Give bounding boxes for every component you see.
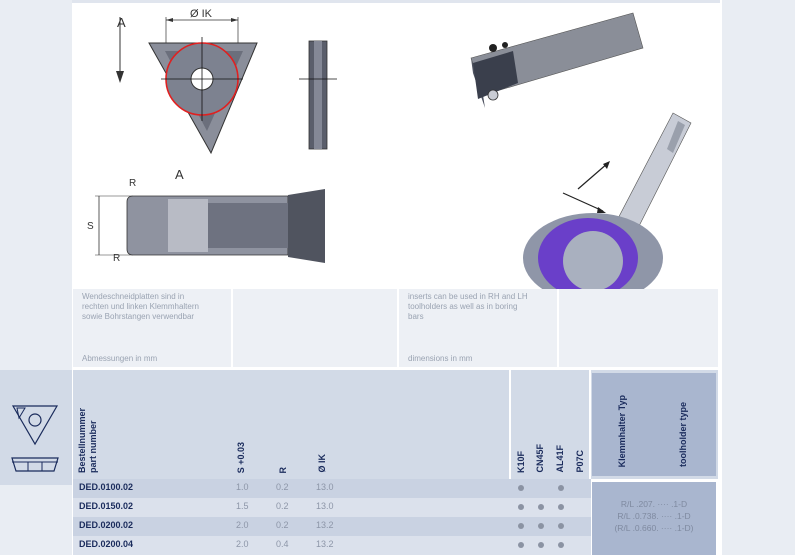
- grade-header-al41f: AL41F: [555, 445, 565, 473]
- grade-available-dot: [518, 504, 524, 510]
- toolholder-header: Klemmhalter Typ toolholder type: [592, 373, 716, 476]
- grade-available-dot: [558, 485, 564, 491]
- note-german: Wendeschneidplatten sind in rechten und …: [73, 289, 231, 367]
- table-body: DED.0100.02 1.0 0.2 13.0 DED.0150.02 1.5…: [73, 479, 718, 555]
- insert-detail-view: A R R S: [87, 167, 325, 264]
- part-number-cell: DED.0200.02: [79, 520, 134, 530]
- technical-drawings: A Ø IK A R R S: [73, 3, 718, 303]
- grade-available-dot: [558, 523, 564, 529]
- note-english-dimensions: dimensions in mm: [408, 354, 473, 363]
- toolholder-types: R/L .207. ···· .1-D R/L .0.738. ···· .1-…: [592, 482, 716, 555]
- insert-front-view: A Ø IK: [116, 8, 258, 155]
- note-english-line: bars: [408, 312, 424, 321]
- thickness-cell: 1.5: [236, 501, 249, 511]
- part-number-cell: DED.0200.04: [79, 539, 134, 549]
- radius-header: R: [278, 466, 288, 474]
- notes-band: Wendeschneidplatten sind in rechten und …: [73, 289, 718, 367]
- detail-view-label: A: [175, 167, 184, 182]
- grade-available-dot: [538, 523, 544, 529]
- part-number-header-de: Bestellnummer: [77, 407, 87, 473]
- holder-3d-view: [470, 12, 644, 108]
- thickness-label: S: [87, 221, 94, 232]
- toolholder-type: (R/L .0.660. ···· .1-D): [614, 523, 694, 533]
- note-german-line: rechten und linken Klemmhaltern: [82, 302, 199, 311]
- insert-icon: [11, 405, 59, 472]
- thickness-cell: 2.0: [236, 520, 249, 530]
- grade-header-p07c: P07C: [575, 450, 585, 473]
- diameter-header: Ø IK: [317, 454, 327, 473]
- insert-side-view: [299, 40, 337, 150]
- grade-header-k10f: K10F: [516, 450, 526, 473]
- table-row: DED.0100.02 1.0 0.2 13.0: [73, 479, 591, 498]
- note-blank-2: [559, 289, 718, 367]
- diameter-cell: 13.0: [316, 501, 334, 511]
- toolholder-header-en: toolholder type: [678, 402, 688, 467]
- table-row: DED.0150.02 1.5 0.2 13.0: [73, 498, 591, 517]
- note-german-line: Wendeschneidplatten sind in: [82, 292, 185, 301]
- view-arrow-label: A: [117, 15, 126, 30]
- drawing-canvas: A Ø IK A R R S: [87, 8, 692, 303]
- radius-cell: 0.2: [276, 520, 289, 530]
- note-blank-1: [233, 289, 397, 367]
- table-header: Bestellnummer part number S +0.03 R Ø IK…: [73, 370, 718, 555]
- ik-dimension-label: Ø IK: [190, 8, 213, 20]
- toolholder-type: R/L .207. ···· .1-D: [620, 499, 688, 509]
- part-number-header-en: part number: [88, 420, 98, 473]
- note-german-line: sowie Bohrstangen verwendbar: [82, 312, 195, 321]
- radius-cell: 0.2: [276, 501, 289, 511]
- thickness-cell: 2.0: [236, 539, 249, 549]
- diameter-cell: 13.2: [316, 520, 334, 530]
- diameter-cell: 13.2: [316, 539, 334, 549]
- top-strip: [72, 0, 720, 3]
- diameter-cell: 13.0: [316, 482, 334, 492]
- part-number-cell: DED.0150.02: [79, 501, 134, 511]
- part-number-header: Bestellnummer part number: [77, 408, 99, 473]
- right-margin: [720, 0, 795, 555]
- radius-cell: 0.4: [276, 539, 289, 549]
- grade-available-dot: [538, 504, 544, 510]
- radius-label-bottom: R: [113, 253, 120, 264]
- thickness-header: S +0.03: [236, 441, 246, 473]
- grade-available-dot: [538, 542, 544, 548]
- part-number-cell: DED.0100.02: [79, 482, 134, 492]
- grade-header-cn45f: CN45F: [535, 444, 545, 473]
- note-german-dimensions: Abmessungen in mm: [82, 354, 158, 363]
- radius-cell: 0.2: [276, 482, 289, 492]
- grade-available-dot: [558, 542, 564, 548]
- table-row: DED.0200.04 2.0 0.4 13.2: [73, 536, 591, 555]
- grade-available-dot: [558, 504, 564, 510]
- grade-available-dot: [518, 542, 524, 548]
- toolholder-type: R/L .0.738. ···· .1-D: [617, 511, 691, 521]
- toolholder-header-de: Klemmhalter Typ: [617, 394, 627, 467]
- grade-available-dot: [518, 485, 524, 491]
- note-english-line: toolholders as well as in boring: [408, 302, 518, 311]
- insert-icon-cell: [0, 370, 72, 485]
- table-row: DED.0200.02 2.0 0.2 13.2: [73, 517, 591, 536]
- note-english-line: inserts can be used in RH and LH: [408, 292, 528, 301]
- machining-3d-view: [523, 112, 692, 303]
- grade-available-dot: [518, 523, 524, 529]
- radius-label-top: R: [129, 178, 136, 189]
- thickness-cell: 1.0: [236, 482, 249, 492]
- note-english: inserts can be used in RH and LH toolhol…: [399, 289, 557, 367]
